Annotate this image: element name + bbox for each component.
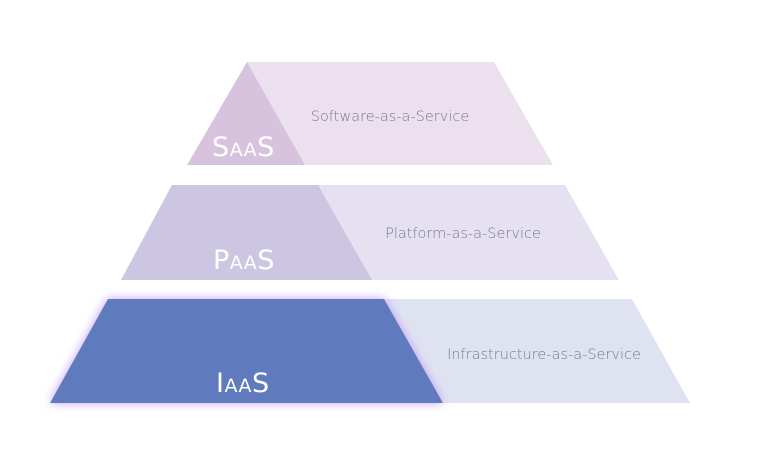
saas-description-band [247,62,553,165]
iaas-description-band [384,299,690,403]
saas-abbr-label: SaaS [212,132,275,163]
paas-abbr-label: PaaS [213,245,275,276]
layer-saas[interactable]: SaaS Software-as-a-Service [187,62,553,165]
iaas-label-band [50,299,443,403]
layer-iaas[interactable]: IaaS Infrastructure-as-a-Service [50,299,690,403]
layer-paas[interactable]: PaaS Platform-as-a-Service [121,185,619,280]
saas-label-band [187,62,305,165]
iaas-abbr-label: IaaS [216,368,270,399]
iaas-description: Infrastructure-as-a-Service [447,347,641,363]
paas-label-band [121,185,372,280]
paas-description: Platform-as-a-Service [385,226,541,242]
saas-description: Software-as-a-Service [311,109,470,125]
